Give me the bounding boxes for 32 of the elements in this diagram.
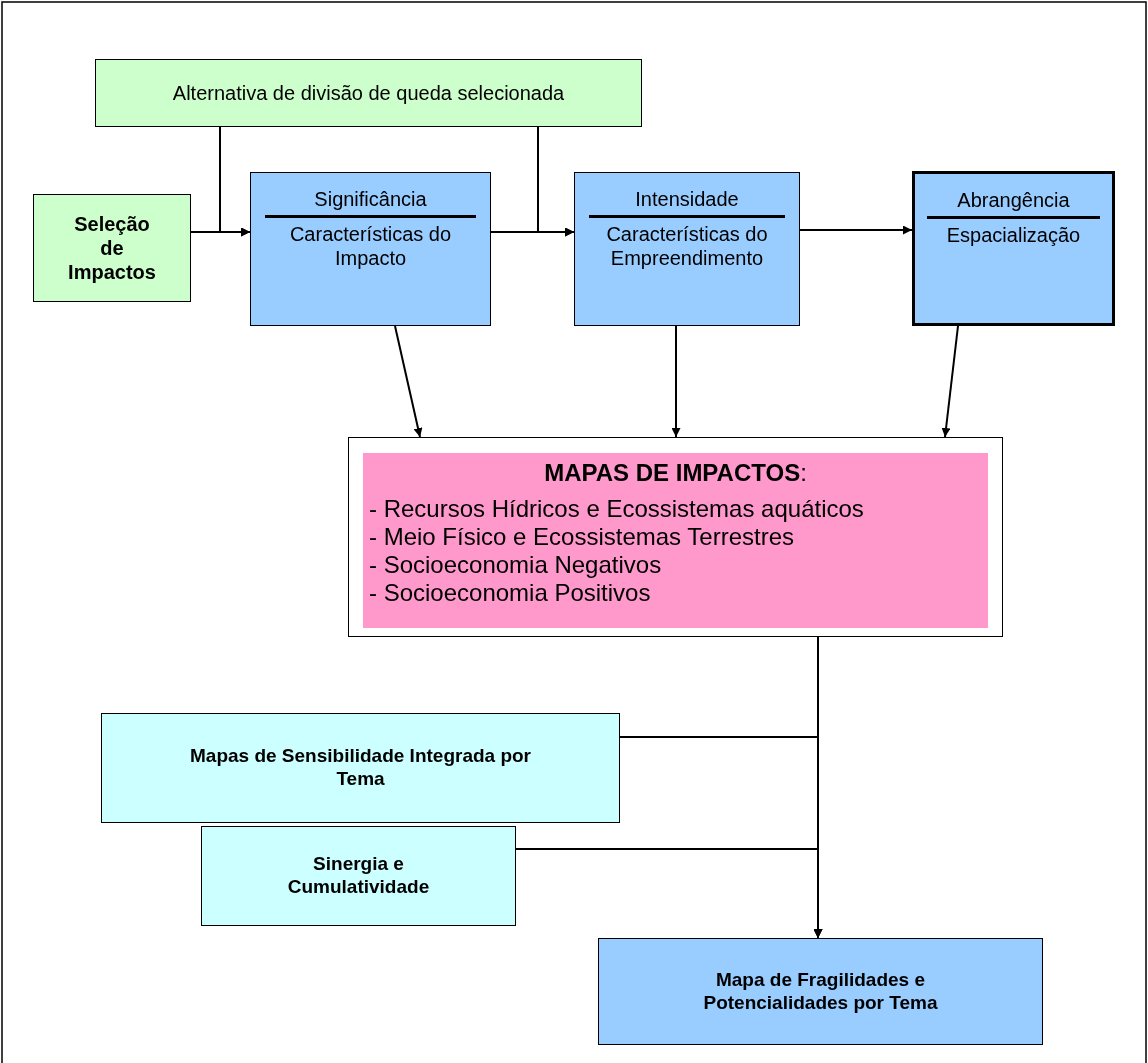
list-item: - Meio Físico e Ecossistemas Terrestres bbox=[369, 523, 795, 551]
heading: Abrangência bbox=[956, 188, 1071, 212]
arrow bbox=[490, 227, 575, 237]
label: Seleção de Impactos bbox=[67, 212, 157, 284]
arrow bbox=[799, 225, 913, 235]
process-box bbox=[95, 59, 642, 127]
description: Espacialização bbox=[945, 223, 1082, 247]
description: Características do Impacto bbox=[288, 222, 453, 270]
process-box bbox=[33, 194, 191, 302]
arrow bbox=[515, 848, 823, 939]
heading: MAPAS DE IMPACTOS: bbox=[543, 459, 808, 487]
label: Sinergia e Cumulatividade bbox=[286, 853, 431, 899]
label: Mapa de Fragilidades e Potencialidades por Tema bbox=[702, 968, 939, 1015]
heading: Intensidade bbox=[634, 187, 740, 211]
output-box bbox=[598, 938, 1043, 1045]
heading: Significância bbox=[313, 187, 428, 211]
input-box bbox=[101, 713, 620, 823]
list-item: - Socioeconomia Negativos bbox=[369, 551, 663, 579]
label: Alternativa de divisão de queda selecionada bbox=[171, 81, 566, 105]
result-box bbox=[348, 437, 1003, 637]
arrow bbox=[941, 325, 959, 438]
process-box bbox=[912, 171, 1115, 326]
description: Características do Empreendimento bbox=[605, 222, 769, 270]
list-item: - Socioeconomia Positivos bbox=[369, 579, 652, 607]
label: Mapas de Sensibilidade Integrada por Tema bbox=[189, 745, 532, 791]
process-box bbox=[250, 172, 491, 326]
arrow bbox=[190, 227, 251, 237]
arrow bbox=[394, 325, 423, 438]
arrow bbox=[671, 325, 681, 438]
process-box bbox=[574, 172, 800, 326]
list-item: - Recursos Hídricos e Ecossistemas aquáticos bbox=[369, 495, 865, 523]
input-box bbox=[201, 826, 516, 926]
